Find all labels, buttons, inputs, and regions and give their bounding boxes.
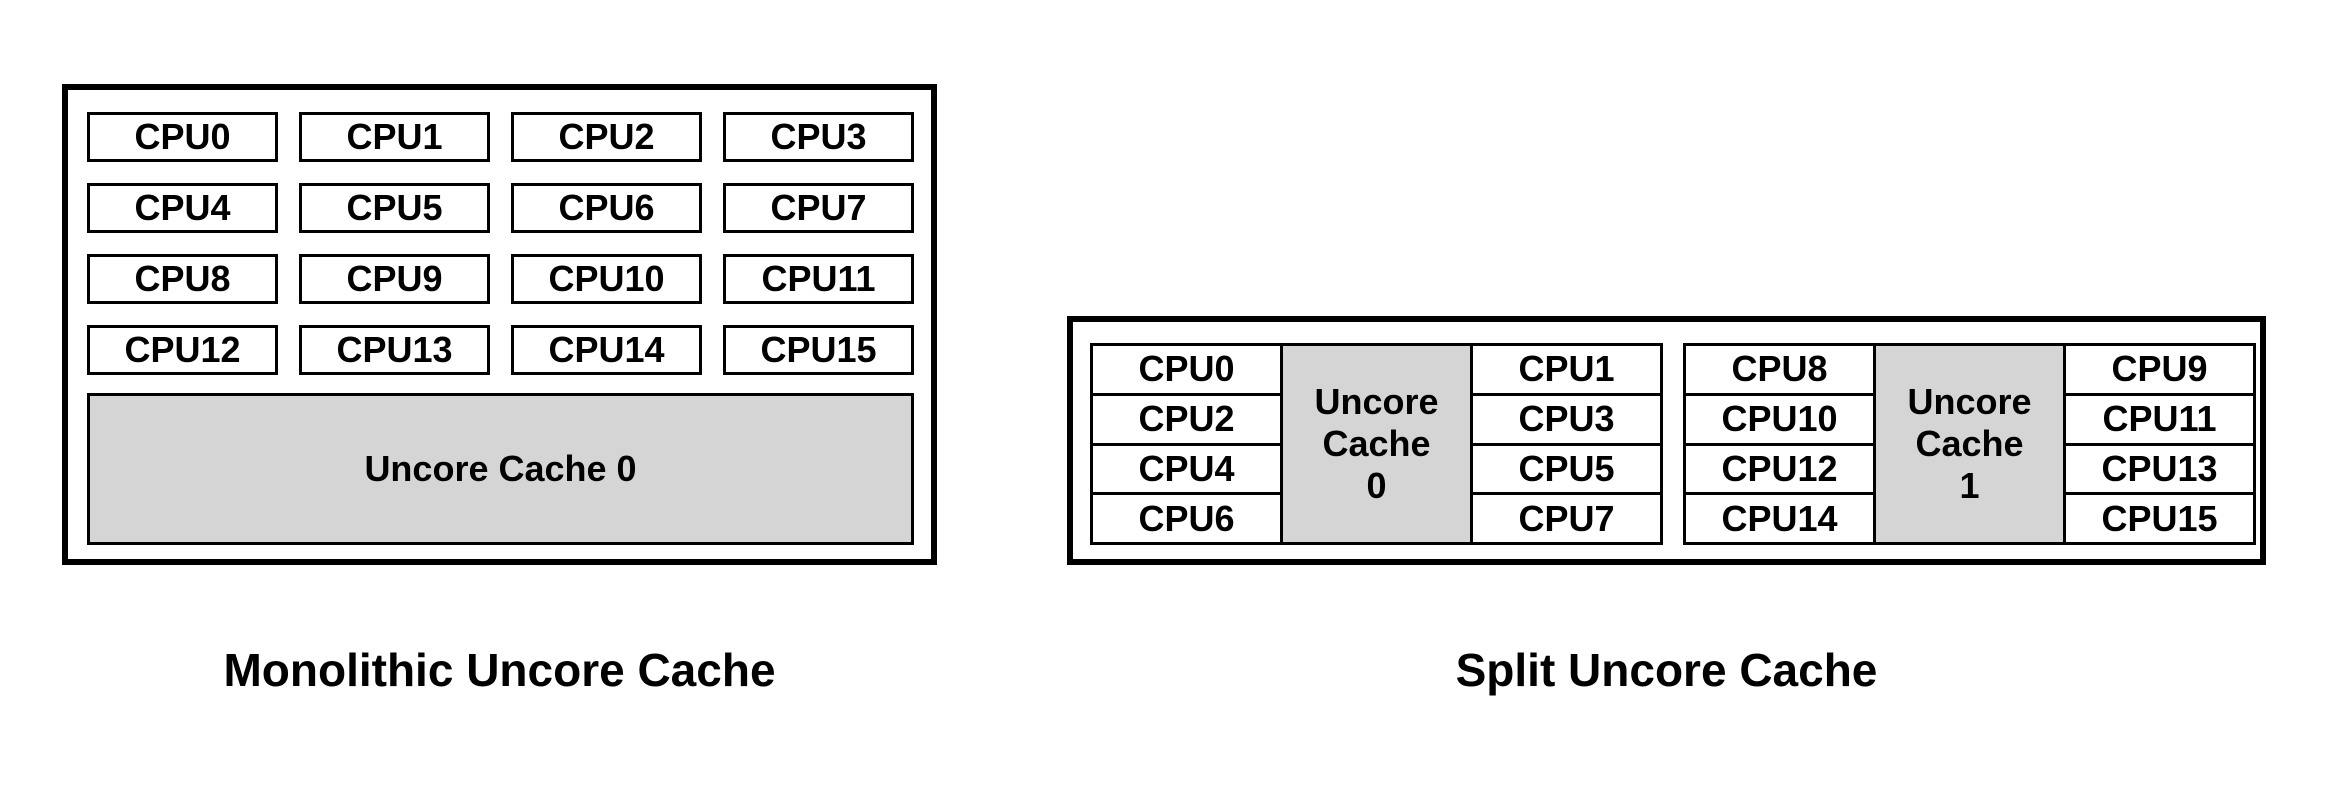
cpu-box-11: CPU11 xyxy=(723,254,914,304)
cpu-cell-13: CPU13 xyxy=(2066,445,2253,493)
cpu-cell-1: CPU1 xyxy=(1473,346,1660,393)
split-caption: Split Uncore Cache xyxy=(1455,644,1878,696)
cpu-box-8: CPU8 xyxy=(87,254,278,304)
cpu-box-0: CPU0 xyxy=(87,112,278,162)
cpu-cell-10: CPU10 xyxy=(1686,395,1873,443)
cpu-box-14: CPU14 xyxy=(511,325,702,375)
monolithic-diagram-box: CPU0 CPU1 CPU2 CPU3 CPU4 CPU5 CPU6 CPU7 … xyxy=(62,84,937,565)
cpu-box-4: CPU4 xyxy=(87,183,278,233)
cpu-cell-9: CPU9 xyxy=(2066,346,2253,393)
cache-label-line: Uncore xyxy=(1907,381,2032,422)
cpu-box-1: CPU1 xyxy=(299,112,490,162)
cache-label-line: Uncore xyxy=(1314,381,1439,422)
cpu-cell-15: CPU15 xyxy=(2066,495,2253,542)
split-diagram-box: CPU0 CPU2 CPU4 CPU6 Uncore Cache 0 CPU1 … xyxy=(1067,316,2266,565)
cpu-box-5: CPU5 xyxy=(299,183,490,233)
cpu-box-6: CPU6 xyxy=(511,183,702,233)
cpu-cell-12: CPU12 xyxy=(1686,445,1873,493)
monolithic-caption: Monolithic Uncore Cache xyxy=(223,644,776,696)
monolithic-cpu-grid: CPU0 CPU1 CPU2 CPU3 CPU4 CPU5 CPU6 CPU7 … xyxy=(87,112,914,375)
cpu-box-13: CPU13 xyxy=(299,325,490,375)
uncore-cache-0-box: Uncore Cache 0 xyxy=(87,393,914,545)
cpu-cell-4: CPU4 xyxy=(1093,445,1280,493)
cpu-cell-8: CPU8 xyxy=(1686,346,1873,393)
cache-label-line: Cache xyxy=(1915,423,2024,464)
cache-label-line: Cache xyxy=(1322,423,1431,464)
split-group-0: CPU0 CPU2 CPU4 CPU6 Uncore Cache 0 CPU1 … xyxy=(1090,343,1663,545)
uncore-cache-1-split-box: Uncore Cache 1 xyxy=(1876,346,2063,542)
cpu-cell-5: CPU5 xyxy=(1473,445,1660,493)
cpu-box-3: CPU3 xyxy=(723,112,914,162)
cpu-box-9: CPU9 xyxy=(299,254,490,304)
cpu-cell-14: CPU14 xyxy=(1686,495,1873,542)
cpu-box-7: CPU7 xyxy=(723,183,914,233)
cache-label-line: 0 xyxy=(1366,465,1387,506)
uncore-cache-0-split-box: Uncore Cache 0 xyxy=(1283,346,1470,542)
cpu-cell-2: CPU2 xyxy=(1093,395,1280,443)
cache-label-line: 1 xyxy=(1959,465,1980,506)
cpu-cell-11: CPU11 xyxy=(2066,395,2253,443)
cpu-cell-7: CPU7 xyxy=(1473,495,1660,542)
cpu-cell-0: CPU0 xyxy=(1093,346,1280,393)
split-group-1: CPU8 CPU10 CPU12 CPU14 Uncore Cache 1 CP… xyxy=(1683,343,2256,545)
cpu-cell-6: CPU6 xyxy=(1093,495,1280,542)
cpu-cell-3: CPU3 xyxy=(1473,395,1660,443)
cpu-box-12: CPU12 xyxy=(87,325,278,375)
cpu-box-2: CPU2 xyxy=(511,112,702,162)
cpu-box-15: CPU15 xyxy=(723,325,914,375)
cpu-box-10: CPU10 xyxy=(511,254,702,304)
